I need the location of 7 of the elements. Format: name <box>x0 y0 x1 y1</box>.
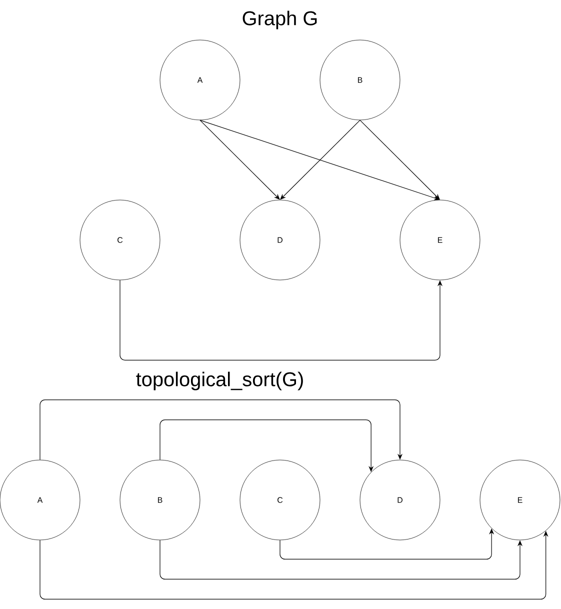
arrow <box>200 120 440 200</box>
arrow <box>200 120 280 200</box>
title: Graph G <box>242 10 317 30</box>
arrow <box>360 120 440 200</box>
heading: topological_sort(G) <box>136 372 303 390</box>
arrow <box>280 120 360 200</box>
arrow <box>40 400 403 460</box>
